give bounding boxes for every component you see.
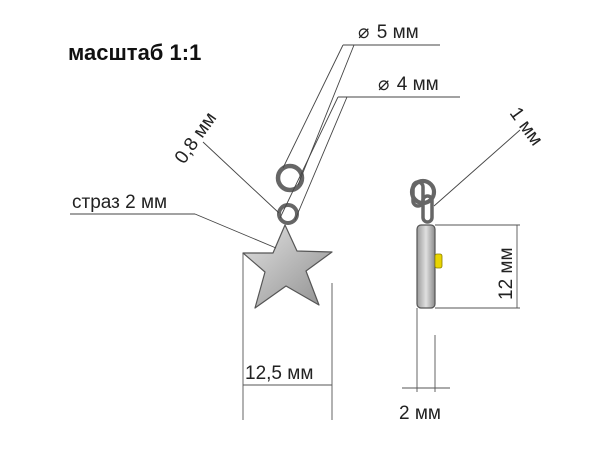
leader-ring-inner-b bbox=[294, 96, 348, 221]
large-ring bbox=[275, 163, 305, 193]
ring-outer-label: ⌀ 5 мм bbox=[358, 22, 419, 43]
side-body bbox=[416, 224, 436, 309]
leader-rhinestone bbox=[194, 213, 277, 249]
side-small-ring bbox=[421, 194, 434, 224]
height-label: 12 мм bbox=[496, 247, 517, 300]
diameter-symbol: ⌀ bbox=[378, 74, 389, 95]
leader-side-wire bbox=[433, 129, 521, 207]
star-pendant bbox=[242, 224, 333, 309]
leader-ring-inner-a bbox=[279, 96, 339, 219]
leader-ring-outer-b bbox=[297, 44, 355, 186]
small-ring bbox=[277, 203, 299, 225]
side-wire-label: 1 мм bbox=[505, 104, 547, 150]
side-rhinestone bbox=[434, 253, 443, 269]
diameter-symbol: ⌀ bbox=[358, 22, 369, 43]
ring-inner-label: ⌀ 4 мм bbox=[378, 74, 439, 95]
leader-ring-outer-a bbox=[282, 44, 344, 169]
leader-wire bbox=[202, 141, 280, 214]
thickness-label: 2 мм bbox=[399, 403, 441, 424]
scale-title: масштаб 1:1 bbox=[68, 40, 201, 65]
width-label: 12,5 мм bbox=[245, 363, 313, 384]
rhinestone-label: страз 2 мм bbox=[72, 192, 167, 213]
wire-label: 0,8 мм bbox=[171, 108, 221, 167]
